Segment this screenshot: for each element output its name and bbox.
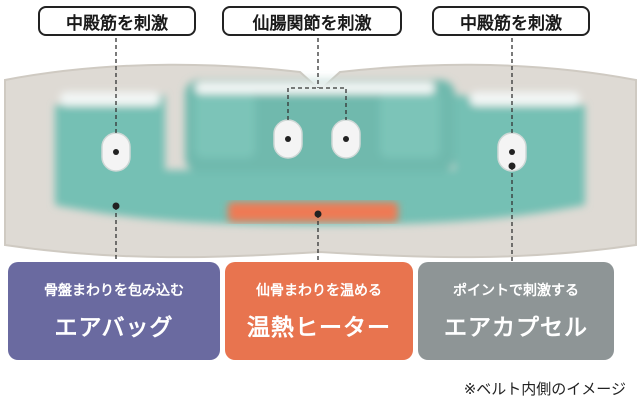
card-heater: 仙骨まわりを温める 温熱ヒーター (225, 262, 413, 360)
card-capsule: ポイントで刺激する エアカプセル (418, 262, 614, 360)
card-capsule-sub: ポイントで刺激する (453, 280, 579, 300)
image-note: ※ベルト内側のイメージ (464, 378, 626, 399)
card-capsule-title: エアカプセル (444, 308, 588, 342)
card-heater-sub: 仙骨まわりを温める (256, 280, 382, 300)
callout-right: 中殿筋を刺激 (432, 6, 590, 36)
card-airbag-sub: 骨盤まわりを包み込む (44, 280, 184, 300)
heater-pad (228, 202, 398, 222)
callout-center: 仙腸関節を刺激 (222, 6, 402, 36)
card-airbag-title: エアバッグ (54, 308, 173, 342)
card-heater-title: 温熱ヒーター (247, 308, 391, 342)
callout-left: 中殿筋を刺激 (38, 6, 196, 36)
card-airbag: 骨盤まわりを包み込む エアバッグ (8, 262, 220, 360)
